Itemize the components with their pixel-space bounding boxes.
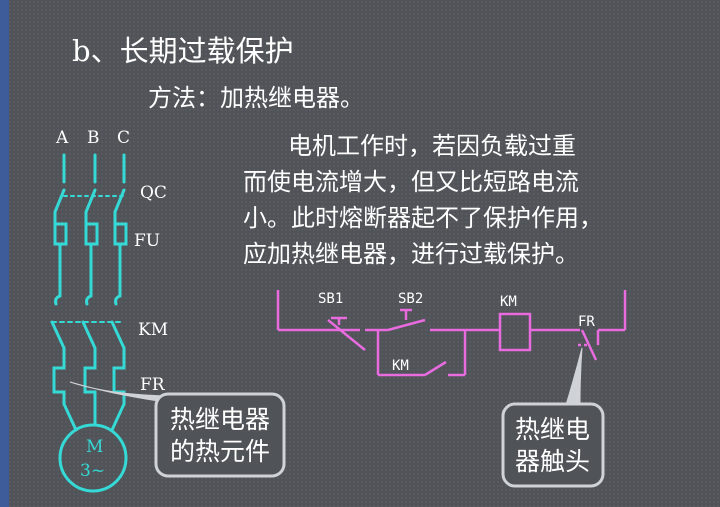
callout-right-line-2: 器触头 — [515, 447, 590, 476]
main-circuit — [50, 153, 128, 493]
km-coil-label: KM — [500, 294, 517, 310]
fuse-b — [84, 222, 99, 246]
method-text: 方法：加热继电器。 — [148, 84, 364, 112]
side-accent-bar — [0, 0, 9, 507]
callout-heating-element: 热继电器 的热元件 — [69, 381, 286, 478]
sb2-label: SB2 — [398, 291, 423, 307]
km-contact-b — [81, 320, 97, 350]
km-contact-a — [50, 320, 66, 350]
fr-element-b — [83, 346, 97, 414]
km-coil — [498, 312, 532, 352]
phase-b-label: B — [87, 128, 100, 148]
motor-letter: M — [86, 437, 103, 457]
motor-phase: 3~ — [80, 461, 105, 481]
sb1-label: SB1 — [318, 291, 343, 307]
callout-left-line-2: 的热元件 — [170, 437, 270, 466]
km-contact-label: KM — [392, 358, 409, 374]
description-line-3: 小。此时熔断器起不了保护作用， — [243, 204, 603, 232]
qc-label: QC — [140, 183, 167, 203]
description-line-2: 而使电流增大，但又比短路电流 — [243, 168, 579, 196]
callout-right-line-1: 热继电 — [515, 415, 590, 444]
callout-relay-contact: 热继电 器触头 — [501, 347, 605, 488]
fr-contact — [580, 329, 598, 361]
description-line-4: 应加热继电器，进行过载保护。 — [243, 240, 579, 268]
callout-box-left — [154, 392, 286, 478]
callout-pointer-left — [69, 381, 169, 403]
km-holding-contact — [424, 360, 447, 377]
fu-label: FU — [134, 231, 160, 251]
fr-element-c — [112, 346, 126, 406]
fr-main-label: FR — [140, 375, 166, 395]
phase-a-label: A — [55, 128, 69, 148]
km-contact-c — [110, 320, 126, 350]
fuse-c — [113, 222, 128, 246]
slide-title: b、长期过载保护 — [72, 34, 294, 68]
sb2-contact — [387, 318, 426, 332]
callout-box-right — [501, 402, 605, 488]
km-main-label: KM — [138, 320, 168, 340]
sb1-contact — [327, 319, 366, 351]
qc-blade-a — [53, 188, 66, 214]
fr-element-a — [52, 346, 66, 406]
callout-pointer-right — [565, 347, 583, 406]
description-line-1: 电机工作时，若因负载过重 — [288, 132, 576, 160]
qc-blade-c — [113, 188, 126, 214]
callout-left-line-1: 热继电器 — [170, 405, 270, 434]
motor-circle — [58, 423, 128, 493]
km-contact-a-hook — [54, 294, 62, 306]
control-circuit — [276, 290, 627, 377]
qc-blade-b — [84, 188, 97, 214]
fr-contact-label: FR — [578, 314, 595, 330]
phase-c-label: C — [117, 128, 130, 148]
fuse-a — [53, 222, 68, 246]
